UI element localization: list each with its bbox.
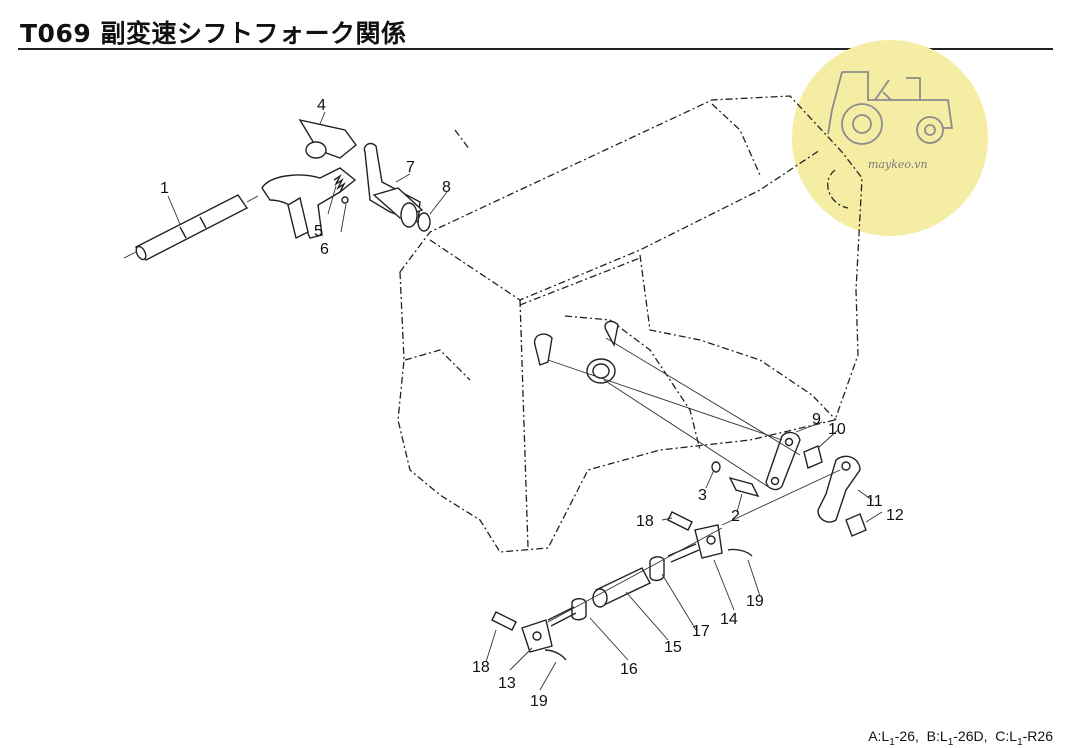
- callout-18-bottom: 18: [472, 659, 490, 676]
- part-1-shaft: [123, 194, 259, 261]
- callout-12: 12: [886, 507, 904, 524]
- watermark-logo: maykeo.vn: [792, 40, 988, 236]
- callout-10: 10: [828, 421, 846, 438]
- callout-16: 16: [620, 661, 638, 678]
- watermark-circle: [792, 40, 988, 236]
- part-8-o-ring: [417, 212, 431, 232]
- callout-8: 8: [442, 179, 451, 196]
- linkage-parts: [491, 320, 867, 661]
- part-7-arm-shaft: [363, 142, 424, 228]
- callout-19-right: 19: [746, 593, 764, 610]
- callout-11: 11: [866, 493, 883, 510]
- callout-7: 7: [406, 159, 415, 176]
- page-title: T069 副変速シフトフォーク関係: [20, 19, 407, 48]
- callout-19-bottom: 19: [530, 693, 548, 710]
- callout-5: 5: [314, 223, 323, 240]
- title-rule: [18, 48, 1053, 50]
- model-b: B:L1-26D: [926, 728, 984, 748]
- callout-15: 15: [664, 639, 682, 656]
- transmission-housing: [397, 95, 863, 553]
- model-applicability: A:L1-26, B:L1-26D, C:L1-R26: [868, 728, 1053, 748]
- callout-4: 4: [317, 97, 326, 114]
- callout-3: 3: [698, 487, 707, 504]
- callout-14: 14: [720, 611, 738, 628]
- callout-13: 13: [498, 675, 516, 692]
- callout-labels: 1 2 3 4 5 6 7 8 9 10 11 12 13 14 15 16 1…: [160, 97, 904, 710]
- tractor-icon: [827, 71, 954, 145]
- callout-9: 9: [812, 411, 821, 428]
- callout-17: 17: [692, 623, 710, 640]
- model-c: C:L1-R26: [995, 728, 1053, 748]
- part-4-shift-fork: [261, 118, 357, 240]
- callout-1: 1: [160, 180, 169, 197]
- callout-2: 2: [731, 508, 740, 525]
- callout-6: 6: [320, 241, 329, 258]
- part-6-ball: [341, 196, 349, 204]
- leader-lines: [167, 111, 883, 691]
- watermark-text: maykeo.vn: [868, 158, 928, 171]
- model-a: A:L1-26: [868, 728, 915, 748]
- part-5-spring: [333, 173, 346, 193]
- callout-18-top: 18: [636, 513, 654, 530]
